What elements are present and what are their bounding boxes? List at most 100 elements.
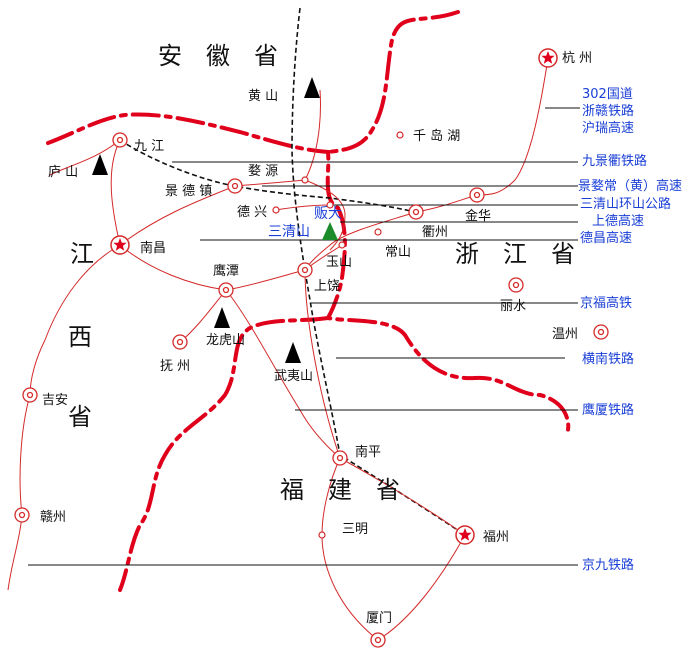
mountain-markers: 黄 山 庐 山 龙虎山 武夷山 三清山 贩大 [48,77,342,384]
marker-changshan [374,228,382,236]
road-jian-ganzhou [19,394,31,516]
road-ganzhou-south [7,514,23,591]
route-label-jingwuchang: 景婺常（黄）高速 [578,178,682,194]
label-longhushan: 龙虎山 [206,333,245,348]
province-jiangxi-3: 省 [68,403,92,431]
route-label-sanqing-ring: 三清山环山公路 [580,196,671,212]
zhejiang-jiangxi-border [324,206,571,432]
marker-ganzhou [14,507,30,523]
road-jiujiang-nanchang [110,139,121,246]
city-labels: 九 江 景 德 镇 婺 源 德 兴 千 岛 湖 金华 衢州 常山 玉山 上饶 鹰… [40,128,578,626]
label-jingdezhen: 景 德 镇 [165,184,212,199]
marker-xiamen [370,632,386,648]
road-fuzhou-xiamen [377,534,466,641]
road-wuyuan-shangrao [304,179,346,251]
route-label-hengnan: 横南铁路 [582,351,634,367]
label-nanping: 南平 [355,444,381,460]
label-changshan: 常山 [385,245,411,260]
capital-hangzhou [538,48,558,68]
road-shangrao-nanping [304,269,341,459]
mountain-icon-sanqingshan [322,222,338,240]
town-markers [272,131,404,539]
label-lushan: 庐 山 [48,165,78,180]
capital-markers: 杭 州 南昌 福州 [110,48,592,545]
label-lishui: 丽水 [500,299,526,314]
label-jiujiang: 九 江 [134,139,164,154]
label-fuzhou: 福州 [483,530,509,545]
label-wenzhou: 温州 [552,327,578,342]
route-label-jingfu: 京福高铁 [580,295,632,311]
marker-lushan-dot [326,201,334,209]
capital-fuzhou [455,525,475,545]
label-jinhua: 金华 [465,208,491,224]
marker-dexing [272,206,280,214]
dashed-railways [119,7,466,536]
mountain-icon-lushan [92,154,108,175]
route-label-dechang: 德昌高速 [580,230,632,246]
route-leader-lines [28,107,580,566]
mountain-icon-wuyishan [285,342,301,363]
label-xiamen: 厦门 [366,611,392,626]
province-zhejiang: 浙 江 省 [455,240,575,268]
province-borders [46,10,571,592]
marker-jian [22,387,38,403]
route-label-302: 302国道 [582,87,633,102]
marker-nanping [332,450,348,466]
province-anhui: 安 徽 省 [158,42,278,70]
star-icon [458,528,472,541]
route-label-zhegan: 浙赣铁路 [582,103,634,119]
marker-yingtan [218,282,234,298]
label-huangshan: 黄 山 [248,89,278,104]
road-quzhou-shangrao [304,211,417,271]
label-yingtan: 鹰潭 [213,263,239,279]
rail-jiujiang-jingdezhen [119,139,416,213]
road-nanchang-jian [29,244,121,396]
marker-sanming [318,531,326,539]
province-names: 安 徽 省 浙 江 省 福 建 省 江 西 省 [68,42,575,504]
route-label-yingxia: 鹰厦铁路 [582,402,634,418]
label-ganzhou: 赣州 [40,510,66,525]
jiangxi-fujian-border [118,316,330,592]
label-yushan: 玉山 [326,255,352,270]
road-huangshan-wuyuan [304,89,321,181]
label-fuzhou-jx: 抚 州 [160,359,190,374]
label-quzhou: 衢州 [422,225,448,240]
road-yingtan-nanping [225,289,341,459]
anhui-zhejiang-border [326,10,460,154]
province-jiangxi-1: 江 [70,240,94,268]
road-sanming-xiamen [321,534,379,641]
label-wuyishan: 武夷山 [274,368,313,384]
label-nanchang: 南昌 [140,240,166,256]
route-labels: 302国道 浙赣铁路 沪瑞高速 九景衢铁路 景婺常（黄）高速 三清山环山公路 上… [578,87,682,573]
mountain-icon-longhushan [214,307,230,328]
road-nanchang-yingtan [119,244,227,291]
label-sanming: 三明 [342,522,368,537]
road-dexing-sanqing [275,204,331,211]
route-label-hurui: 沪瑞高速 [582,120,634,136]
road-hangzhou-jinhua [476,57,549,196]
capital-nanchang [110,235,130,255]
marker-quzhou [408,204,424,220]
marker-jinhua [469,187,485,203]
road-jiujiang-west [49,139,121,176]
marker-fuzhou-jx [172,334,188,350]
road-jingdezhen-nanchang [119,185,236,246]
star-icon [113,238,127,251]
major-city-markers [14,132,609,648]
road-nanping-fuzhou [339,457,466,536]
route-label-shangde: 上德高速 [592,213,644,229]
label-bandao: 贩大 [314,206,342,222]
mountain-icon-huangshan [304,77,320,98]
marker-wuyuan [301,176,309,184]
route-label-jiujingqu: 九景衢铁路 [582,153,647,169]
label-jian: 吉安 [42,393,68,408]
label-sanqingshan: 三清山 [268,224,310,240]
label-dexing: 德 兴 [237,205,267,220]
marker-wenzhou [593,324,609,340]
label-qiandaohu: 千 岛 湖 [413,128,460,144]
marker-yushan [338,241,346,249]
rail-north-south [291,7,466,536]
province-fujian: 福 建 省 [280,476,400,504]
marker-lishui [508,277,524,293]
